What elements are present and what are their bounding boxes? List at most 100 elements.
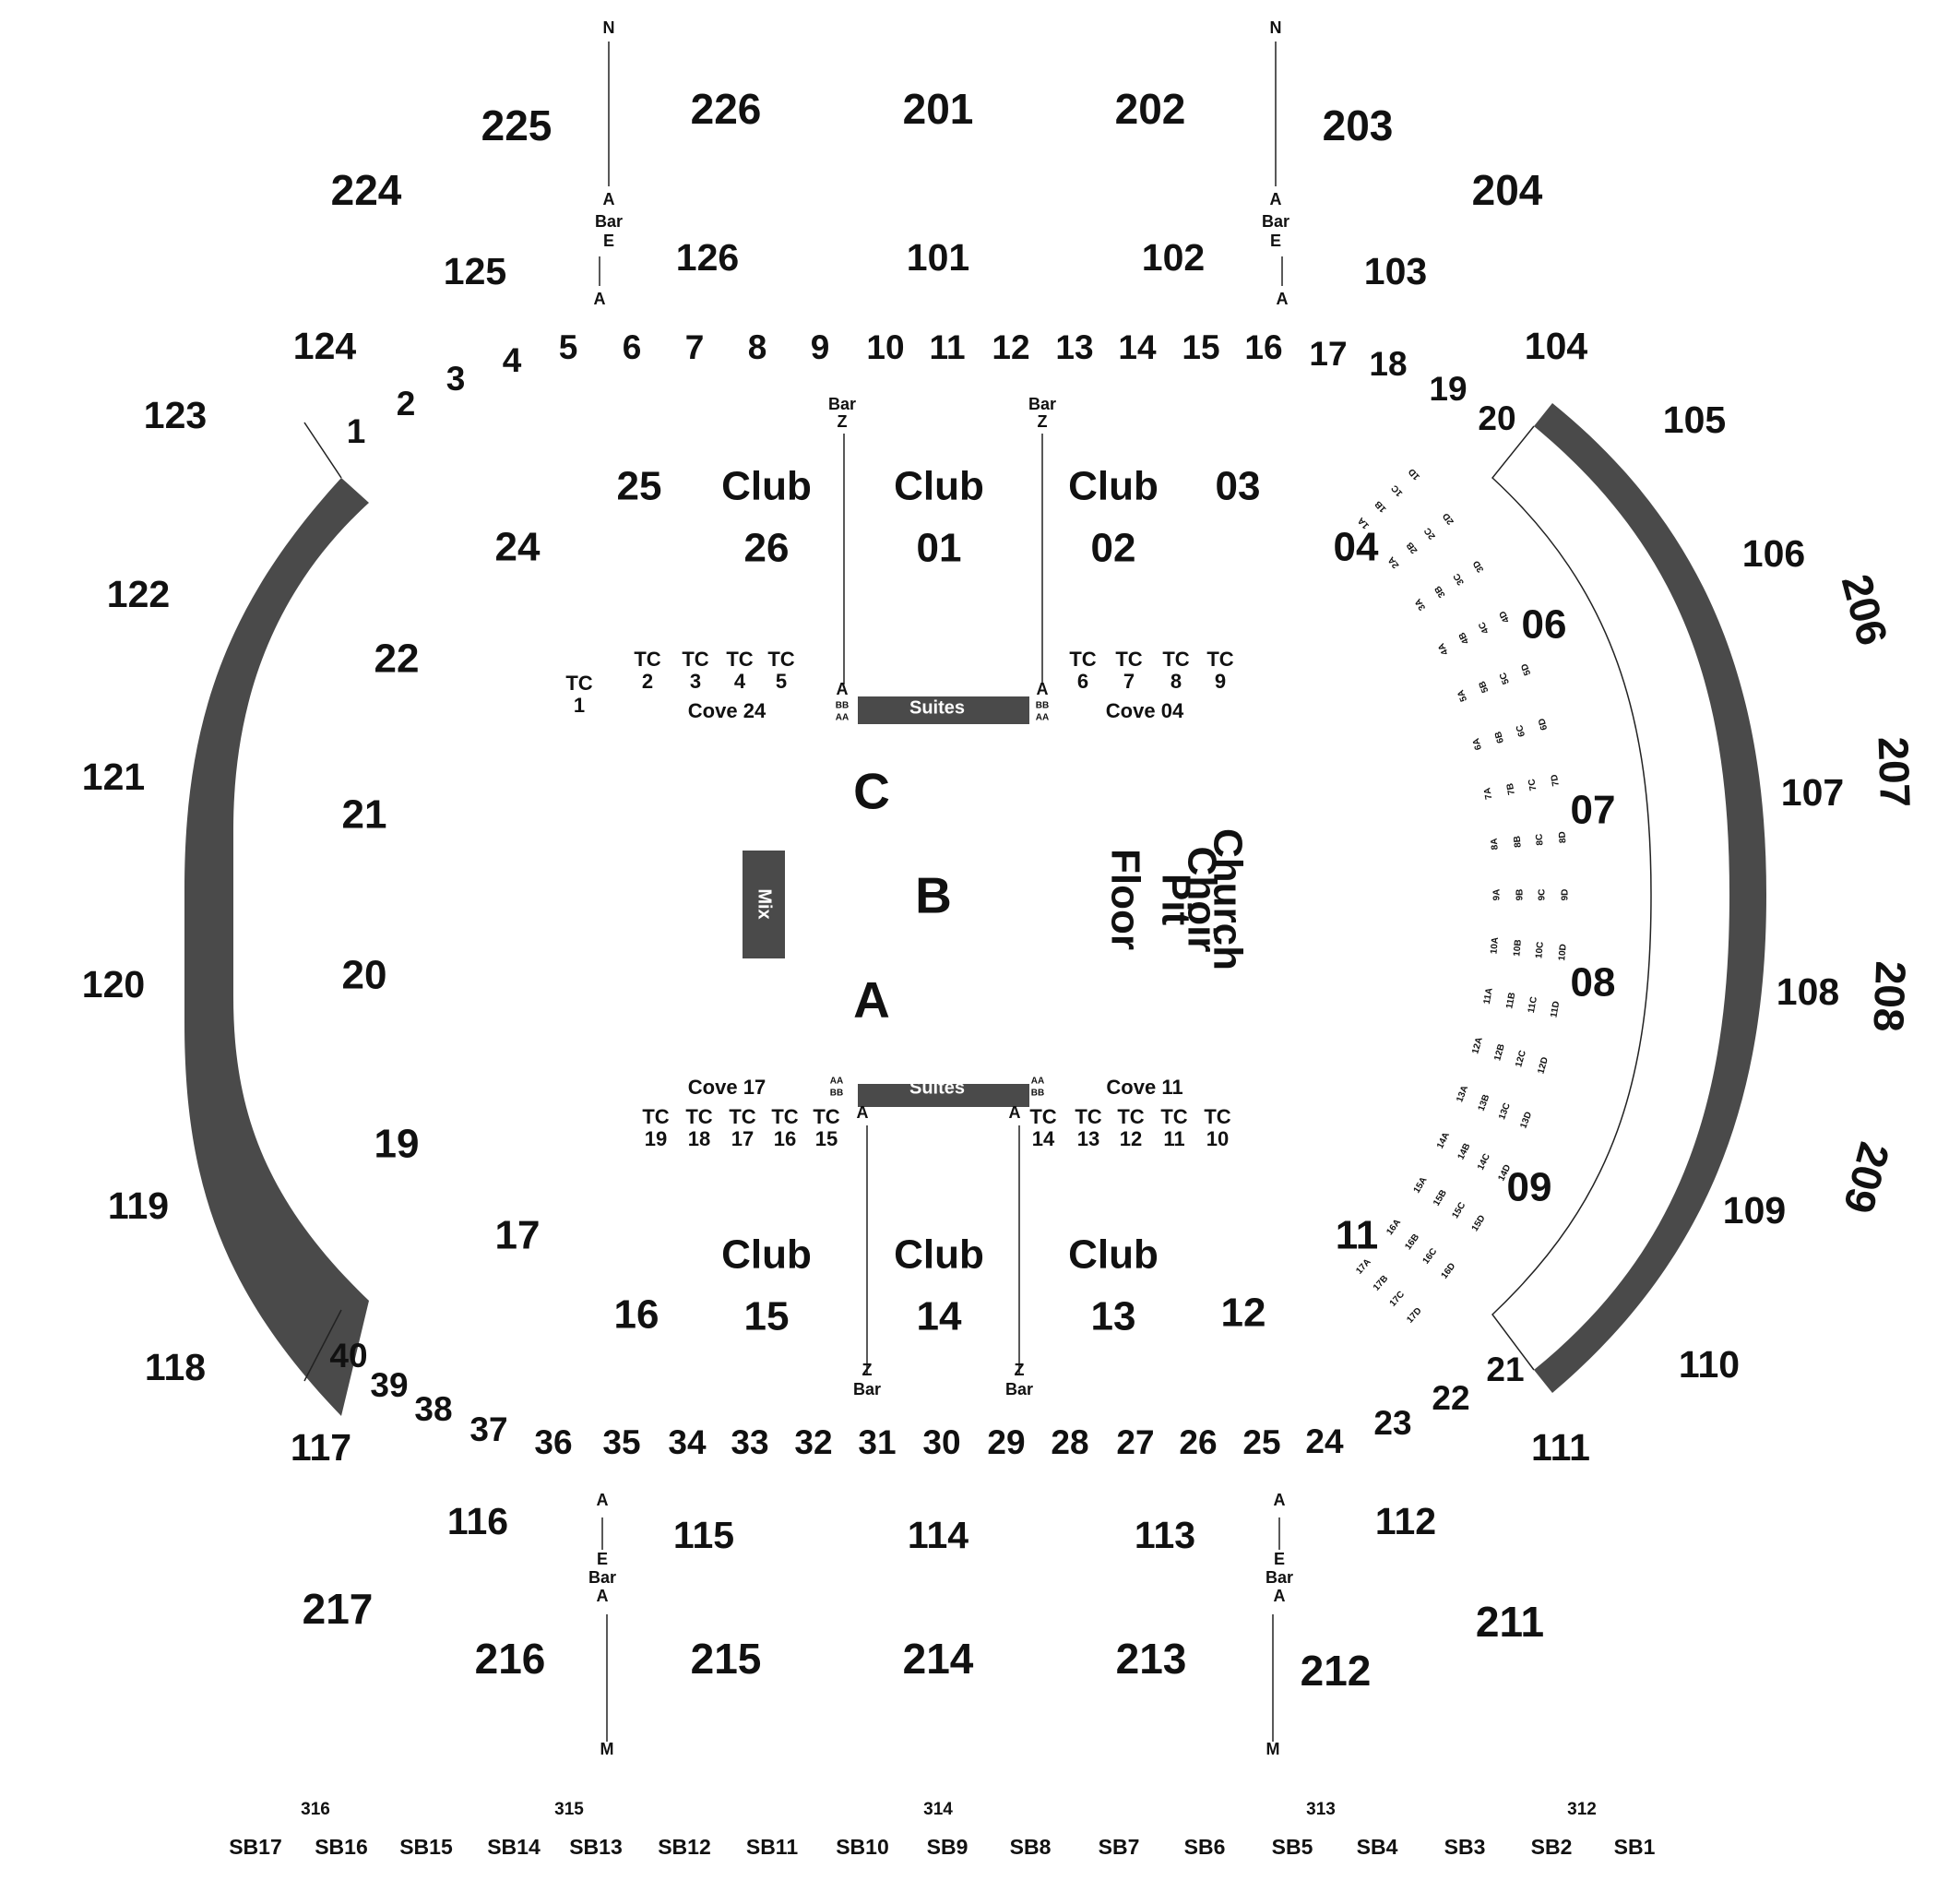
floor-section-04[interactable]: 04 bbox=[1334, 525, 1379, 570]
row-16C[interactable]: 16C bbox=[1421, 1246, 1440, 1266]
table-club-9-number[interactable]: 9 bbox=[1215, 670, 1226, 693]
ring-section-6[interactable]: 6 bbox=[623, 328, 642, 366]
row-17A[interactable]: 17A bbox=[1354, 1257, 1373, 1277]
ring-section-1[interactable]: 1 bbox=[347, 412, 366, 450]
section-119[interactable]: 119 bbox=[108, 1184, 169, 1227]
floor-section-16[interactable]: 16 bbox=[614, 1292, 660, 1338]
row-6C[interactable]: 6C bbox=[1515, 724, 1527, 738]
section-201[interactable]: 201 bbox=[903, 85, 974, 133]
table-club-3[interactable]: TC bbox=[682, 648, 708, 671]
row-13B[interactable]: 13B bbox=[1477, 1093, 1492, 1113]
floor-section-21[interactable]: 21 bbox=[342, 792, 387, 838]
floor-section-19[interactable]: 19 bbox=[374, 1122, 420, 1167]
ring-section-35[interactable]: 35 bbox=[602, 1423, 640, 1461]
row-8B[interactable]: 8B bbox=[1513, 836, 1524, 849]
row-7D[interactable]: 7D bbox=[1550, 773, 1562, 787]
row-17B[interactable]: 17B bbox=[1372, 1274, 1390, 1293]
row-5B[interactable]: 5B bbox=[1478, 680, 1491, 695]
floor-section-08[interactable]: 08 bbox=[1571, 960, 1616, 1006]
table-club-7-number[interactable]: 7 bbox=[1123, 670, 1135, 693]
floor-section-12[interactable]: 12 bbox=[1221, 1291, 1266, 1336]
section-117[interactable]: 117 bbox=[291, 1426, 351, 1469]
skybox-SB10[interactable]: SB10 bbox=[836, 1835, 889, 1859]
floor-section-09[interactable]: 09 bbox=[1507, 1165, 1552, 1210]
ring-section-29[interactable]: 29 bbox=[987, 1423, 1025, 1461]
ring-section-20[interactable]: 20 bbox=[1478, 399, 1515, 437]
floor-B[interactable]: B bbox=[915, 867, 952, 924]
ring-section-2[interactable]: 2 bbox=[397, 385, 416, 422]
row-1C[interactable]: 1C bbox=[1390, 482, 1406, 498]
row-4C[interactable]: 4C bbox=[1477, 620, 1491, 635]
section-113[interactable]: 113 bbox=[1135, 1514, 1195, 1556]
row-12C[interactable]: 12C bbox=[1514, 1050, 1528, 1069]
ring-section-11[interactable]: 11 bbox=[929, 328, 965, 366]
ring-section-31[interactable]: 31 bbox=[858, 1423, 896, 1461]
skybox-SB11[interactable]: SB11 bbox=[746, 1835, 798, 1859]
row-12B[interactable]: 12B bbox=[1492, 1043, 1507, 1063]
section-315[interactable]: 315 bbox=[554, 1800, 584, 1819]
club-02[interactable]: 02 bbox=[1091, 526, 1136, 571]
ring-section-34[interactable]: 34 bbox=[668, 1423, 707, 1461]
table-club-12[interactable]: TC bbox=[1117, 1105, 1144, 1128]
row-4A[interactable]: 4A bbox=[1436, 641, 1451, 656]
table-club-1-number[interactable]: 1 bbox=[574, 694, 585, 717]
table-club-3-number[interactable]: 3 bbox=[690, 670, 701, 693]
floor-section-22[interactable]: 22 bbox=[374, 637, 420, 682]
skybox-SB4[interactable]: SB4 bbox=[1357, 1835, 1398, 1859]
table-club-11-number[interactable]: 11 bbox=[1163, 1127, 1184, 1150]
ring-section-15[interactable]: 15 bbox=[1182, 328, 1219, 366]
table-club-17[interactable]: TC bbox=[729, 1105, 755, 1128]
row-1B[interactable]: 1B bbox=[1373, 498, 1389, 514]
row-15C[interactable]: 15C bbox=[1450, 1201, 1468, 1220]
ring-section-19[interactable]: 19 bbox=[1429, 370, 1467, 408]
table-club-16-number[interactable]: 16 bbox=[774, 1127, 796, 1150]
ring-section-23[interactable]: 23 bbox=[1373, 1404, 1411, 1442]
section-116[interactable]: 116 bbox=[447, 1500, 508, 1542]
row-10C[interactable]: 10C bbox=[1534, 941, 1546, 958]
section-313[interactable]: 313 bbox=[1306, 1800, 1336, 1819]
row-4B[interactable]: 4B bbox=[1457, 630, 1472, 645]
ring-section-27[interactable]: 27 bbox=[1116, 1423, 1154, 1461]
row-9C[interactable]: 9C bbox=[1538, 889, 1548, 901]
ring-section-18[interactable]: 18 bbox=[1369, 345, 1407, 383]
row-4D[interactable]: 4D bbox=[1498, 609, 1513, 624]
section-126[interactable]: 126 bbox=[676, 236, 739, 279]
row-7B[interactable]: 7B bbox=[1505, 782, 1517, 796]
ring-section-7[interactable]: 7 bbox=[685, 328, 705, 366]
section-104[interactable]: 104 bbox=[1525, 325, 1588, 367]
ring-section-25[interactable]: 25 bbox=[1242, 1423, 1280, 1461]
ring-section-33[interactable]: 33 bbox=[731, 1423, 768, 1461]
section-110[interactable]: 110 bbox=[1679, 1343, 1740, 1386]
row-9B[interactable]: 9B bbox=[1515, 889, 1526, 901]
ring-section-12[interactable]: 12 bbox=[992, 328, 1029, 366]
row-2A[interactable]: 2A bbox=[1386, 554, 1401, 570]
section-106[interactable]: 106 bbox=[1742, 532, 1805, 575]
floor-section-20[interactable]: 20 bbox=[342, 953, 387, 998]
ring-section-40[interactable]: 40 bbox=[329, 1337, 367, 1374]
cove-label[interactable]: Cove 17 bbox=[688, 1076, 766, 1099]
row-10D[interactable]: 10D bbox=[1557, 944, 1569, 961]
ring-section-37[interactable]: 37 bbox=[469, 1410, 507, 1448]
row-14A[interactable]: 14A bbox=[1435, 1131, 1452, 1150]
row-9A[interactable]: 9A bbox=[1492, 889, 1503, 901]
section-216[interactable]: 216 bbox=[475, 1635, 546, 1683]
ring-section-28[interactable]: 28 bbox=[1051, 1423, 1088, 1461]
floor-section-24[interactable]: 24 bbox=[495, 525, 541, 570]
floor-section-11[interactable]: 11 bbox=[1336, 1213, 1379, 1258]
table-club-12-number[interactable]: 12 bbox=[1120, 1127, 1142, 1150]
section-314[interactable]: 314 bbox=[923, 1800, 953, 1819]
club-14[interactable]: 14 bbox=[917, 1294, 962, 1339]
section-224[interactable]: 224 bbox=[331, 166, 402, 214]
row-5D[interactable]: 5D bbox=[1519, 662, 1533, 677]
section-114[interactable]: 114 bbox=[908, 1514, 968, 1556]
bar-label[interactable]: Bar bbox=[588, 1568, 616, 1587]
table-club-5-number[interactable]: 5 bbox=[776, 670, 787, 693]
bar-label[interactable]: Bar bbox=[853, 1380, 881, 1398]
row-12A[interactable]: 12A bbox=[1470, 1036, 1485, 1055]
section-214[interactable]: 214 bbox=[903, 1635, 974, 1683]
skybox-SB3[interactable]: SB3 bbox=[1444, 1835, 1486, 1859]
row-17C[interactable]: 17C bbox=[1388, 1290, 1407, 1309]
row-15D[interactable]: 15D bbox=[1470, 1213, 1488, 1232]
ring-section-9[interactable]: 9 bbox=[811, 328, 830, 366]
ring-section-26[interactable]: 26 bbox=[1179, 1423, 1217, 1461]
